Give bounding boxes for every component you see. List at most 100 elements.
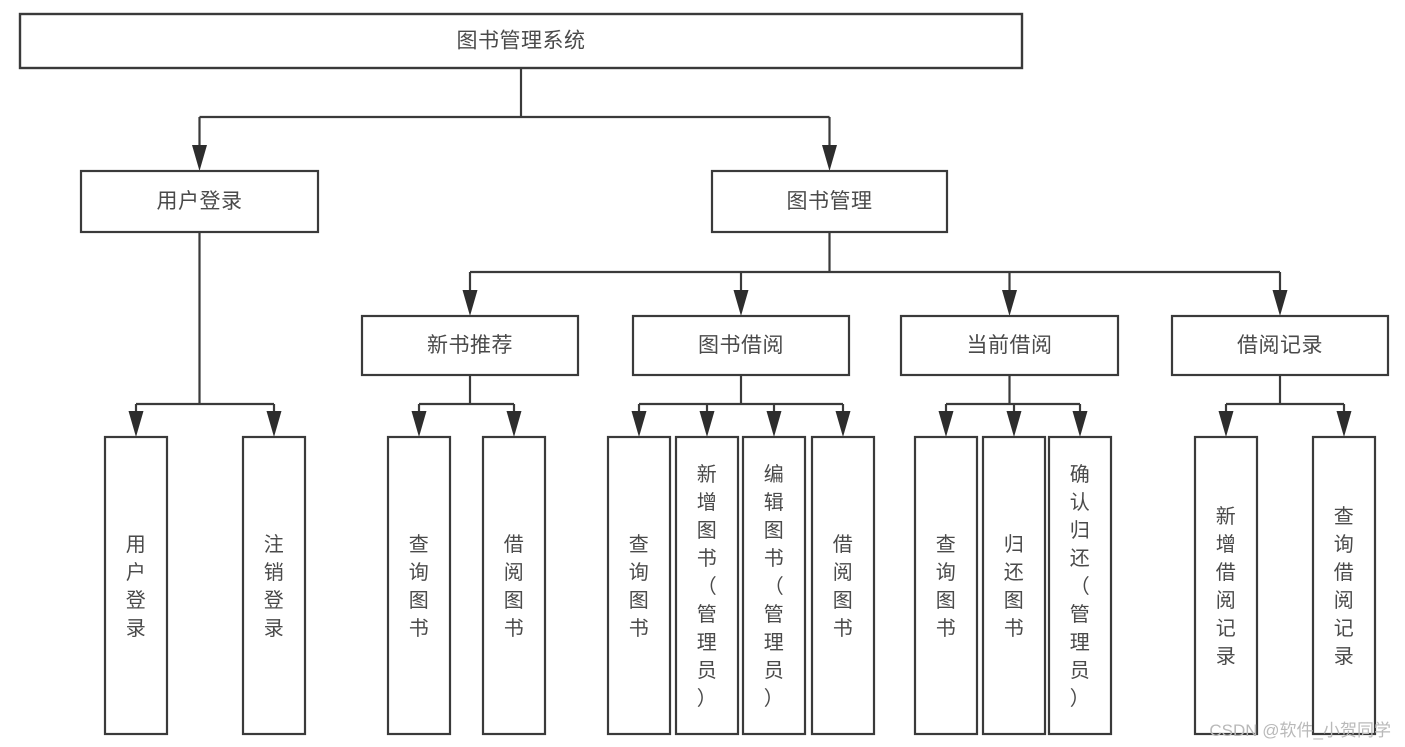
node-box-leaf-query-book-rec	[386, 435, 452, 736]
node-label-char-leaf-add-book-6: 理	[697, 632, 718, 654]
node-label-char-leaf-query-book-cur-0: 查	[936, 533, 957, 556]
arrow-head-leaf-query-book-rec	[411, 411, 427, 437]
arrow-head-leaf-return-book	[1006, 411, 1022, 437]
node-label-char-leaf-add-record-1: 增	[1216, 533, 1237, 556]
node-box-root	[18, 12, 1024, 70]
node-box-leaf-query-book-borrow	[606, 435, 672, 736]
arrow-head-leaf-add-record	[1218, 411, 1234, 437]
node-root[interactable]: 图书管理系统	[18, 12, 1024, 70]
node-label-char-leaf-edit-book-0: 编	[764, 463, 785, 486]
node-label-char-leaf-logout-1: 销	[264, 561, 285, 584]
node-label-char-leaf-confirm-return-0: 确	[1070, 463, 1091, 486]
node-label-char-leaf-query-book-borrow-0: 查	[629, 533, 650, 556]
node-label-char-leaf-borrow-book-rec-0: 借	[504, 533, 525, 556]
node-box-current-borrow	[899, 314, 1120, 377]
node-label-char-leaf-user-login-1: 户	[126, 561, 147, 584]
node-label-char-leaf-borrow-book-rec-1: 阅	[504, 561, 525, 584]
csdn-watermark: CSDN @软件_小贺同学	[1209, 721, 1391, 740]
node-label-char-leaf-return-book-2: 图	[1004, 590, 1025, 612]
node-label-char-leaf-edit-book-7: 员	[764, 660, 785, 682]
node-label-char-leaf-query-book-rec-1: 询	[409, 561, 430, 584]
node-borrow-record[interactable]: 借阅记录	[1170, 314, 1390, 377]
node-label-current-borrow: 当前借阅	[967, 334, 1053, 357]
node-label-char-leaf-add-book-2: 图	[697, 520, 718, 542]
arrow-head-user-login	[192, 145, 207, 171]
node-box-leaf-add-book	[674, 435, 740, 736]
node-label-char-leaf-borrow-book-3: 书	[833, 617, 854, 640]
arrow-head-leaf-query-book-cur	[938, 411, 954, 437]
node-box-leaf-query-record	[1311, 435, 1377, 736]
node-label-char-leaf-confirm-return-5: 管	[1070, 603, 1091, 626]
node-label-char-leaf-add-record-0: 新	[1216, 505, 1237, 528]
node-box-leaf-borrow-book-rec	[481, 435, 547, 736]
node-label-char-leaf-borrow-book-1: 阅	[833, 561, 854, 584]
node-box-leaf-confirm-return	[1047, 435, 1113, 736]
node-label-char-leaf-query-record-4: 记	[1334, 617, 1355, 640]
node-book-borrow[interactable]: 图书借阅	[631, 314, 851, 377]
node-user-login[interactable]: 用户登录	[79, 169, 320, 234]
node-label-char-leaf-query-book-cur-1: 询	[936, 561, 957, 584]
arrow-head-book-borrow	[733, 290, 749, 316]
node-label-char-leaf-borrow-book-2: 图	[833, 590, 854, 612]
arrow-head-leaf-query-book-borrow	[631, 411, 647, 437]
node-label-char-leaf-edit-book-2: 图	[764, 520, 785, 542]
node-label-char-leaf-query-book-cur-3: 书	[936, 617, 957, 640]
arrow-head-borrow-record	[1272, 290, 1288, 316]
node-label-borrow-record: 借阅记录	[1237, 334, 1323, 357]
node-label-new-book-rec: 新书推荐	[427, 334, 513, 357]
node-book-manage[interactable]: 图书管理	[710, 169, 949, 234]
arrow-head-leaf-borrow-book	[835, 411, 851, 437]
node-label-char-leaf-borrow-book-0: 借	[833, 533, 854, 556]
node-leaf-user-login[interactable]: 用户登录	[103, 435, 169, 736]
node-label-char-leaf-add-book-3: 书	[697, 547, 718, 570]
node-label-char-leaf-query-record-5: 录	[1334, 646, 1355, 668]
node-label-char-leaf-query-book-borrow-2: 图	[629, 590, 650, 612]
node-label-char-leaf-return-book-3: 书	[1004, 617, 1025, 640]
node-label-char-leaf-logout-3: 录	[264, 618, 285, 640]
arrow-head-book-manage	[822, 145, 837, 171]
node-current-borrow[interactable]: 当前借阅	[899, 314, 1120, 377]
arrow-head-leaf-query-record	[1336, 411, 1352, 437]
node-new-book-rec[interactable]: 新书推荐	[360, 314, 580, 377]
arrow-head-leaf-edit-book	[766, 411, 782, 437]
node-label-char-leaf-edit-book-1: 辑	[764, 491, 785, 514]
node-label-char-leaf-add-book-8: ）	[697, 687, 718, 710]
node-label-char-leaf-logout-0: 注	[264, 533, 285, 556]
node-box-new-book-rec	[360, 314, 580, 377]
node-box-leaf-user-login	[103, 435, 169, 736]
node-label-char-leaf-query-record-3: 阅	[1334, 589, 1355, 612]
node-box-book-manage	[710, 169, 949, 234]
node-label-char-leaf-add-book-4: （	[697, 575, 718, 598]
arrow-head-new-book-rec	[462, 290, 478, 316]
node-label-char-leaf-borrow-book-rec-2: 图	[504, 590, 525, 612]
node-label-char-leaf-confirm-return-2: 归	[1070, 519, 1091, 542]
node-label-char-leaf-add-book-0: 新	[697, 463, 718, 486]
node-label-char-leaf-query-book-rec-0: 查	[409, 533, 430, 556]
node-label-char-leaf-confirm-return-8: ）	[1070, 687, 1091, 710]
arrow-head-leaf-logout	[266, 411, 282, 437]
arrow-head-leaf-add-book	[699, 411, 715, 437]
node-label-char-leaf-edit-book-6: 理	[764, 632, 785, 654]
node-label-char-leaf-query-record-1: 询	[1334, 533, 1355, 556]
node-label-char-leaf-confirm-return-1: 认	[1070, 491, 1091, 514]
node-box-user-login	[79, 169, 320, 234]
node-label-char-leaf-query-book-rec-3: 书	[409, 617, 430, 640]
node-label-char-leaf-edit-book-5: 管	[764, 603, 785, 626]
arrow-head-leaf-user-login	[128, 411, 144, 437]
node-label-char-leaf-edit-book-8: ）	[764, 687, 785, 710]
node-box-borrow-record	[1170, 314, 1390, 377]
